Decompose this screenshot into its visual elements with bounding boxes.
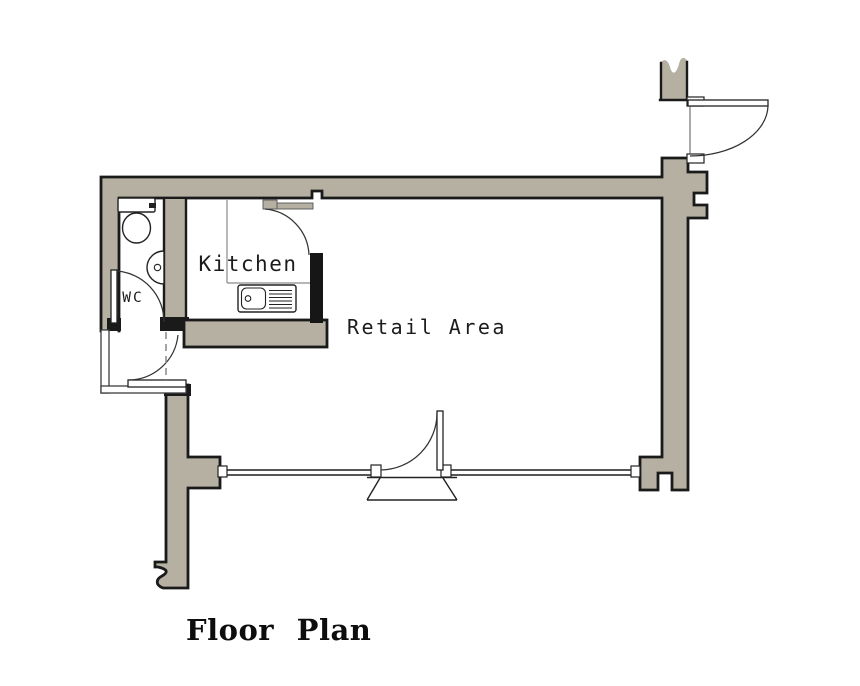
wall-stub-top-right: [660, 57, 688, 100]
shopfront-glazing-left: [220, 469, 378, 476]
topright-door-arc: [689, 105, 769, 157]
entrance-jamb-left: [370, 464, 382, 478]
topright-door-leaf: [687, 99, 769, 107]
sink-drainer-lines: [269, 289, 292, 309]
wall-top-left: [100, 176, 690, 331]
wall-wc-right: [164, 199, 186, 320]
thin-wall-lobby-left: [100, 329, 110, 394]
toilet-flush-handle: [149, 203, 156, 208]
lobby-door-arc: [128, 334, 179, 381]
wall-top-left-outer-edge: [99, 175, 664, 333]
plan-title: Floor Plan: [186, 613, 371, 647]
toilet-symbol: [117, 197, 156, 244]
basin-symbol: [146, 250, 165, 285]
entrance-door-arc: [380, 412, 438, 471]
entrance-step: [366, 476, 458, 501]
lobby-door-leaf: [127, 379, 187, 388]
wc-door-leaf: [110, 269, 118, 324]
retail-area-label: Retail Area: [347, 315, 507, 339]
kitchen-door-hinge-block: [262, 199, 278, 210]
kitchen-label: Kitchen: [198, 252, 297, 276]
wall-right: [638, 156, 709, 492]
kitchen-door-arc: [264, 208, 310, 256]
wall-kitchen-right: [310, 253, 323, 323]
kitchen-sink-symbol: [237, 284, 297, 313]
glazing-jamb-far-right: [630, 465, 641, 478]
wall-bottom-left: [153, 383, 222, 590]
wc-door-arc: [116, 270, 165, 323]
topright-door-jamb-lower: [686, 153, 705, 164]
wall-stub-edges: [658, 60, 690, 102]
glazing-jamb-far-left: [217, 465, 228, 478]
wall-kitchen-bottom: [182, 318, 329, 349]
entrance-door-leaf: [436, 410, 444, 471]
wc-label: WC: [122, 290, 143, 306]
kitchen-counter-line: [226, 200, 310, 284]
shopfront-glazing-right: [445, 469, 640, 476]
wall-cap-wc: [160, 317, 189, 331]
